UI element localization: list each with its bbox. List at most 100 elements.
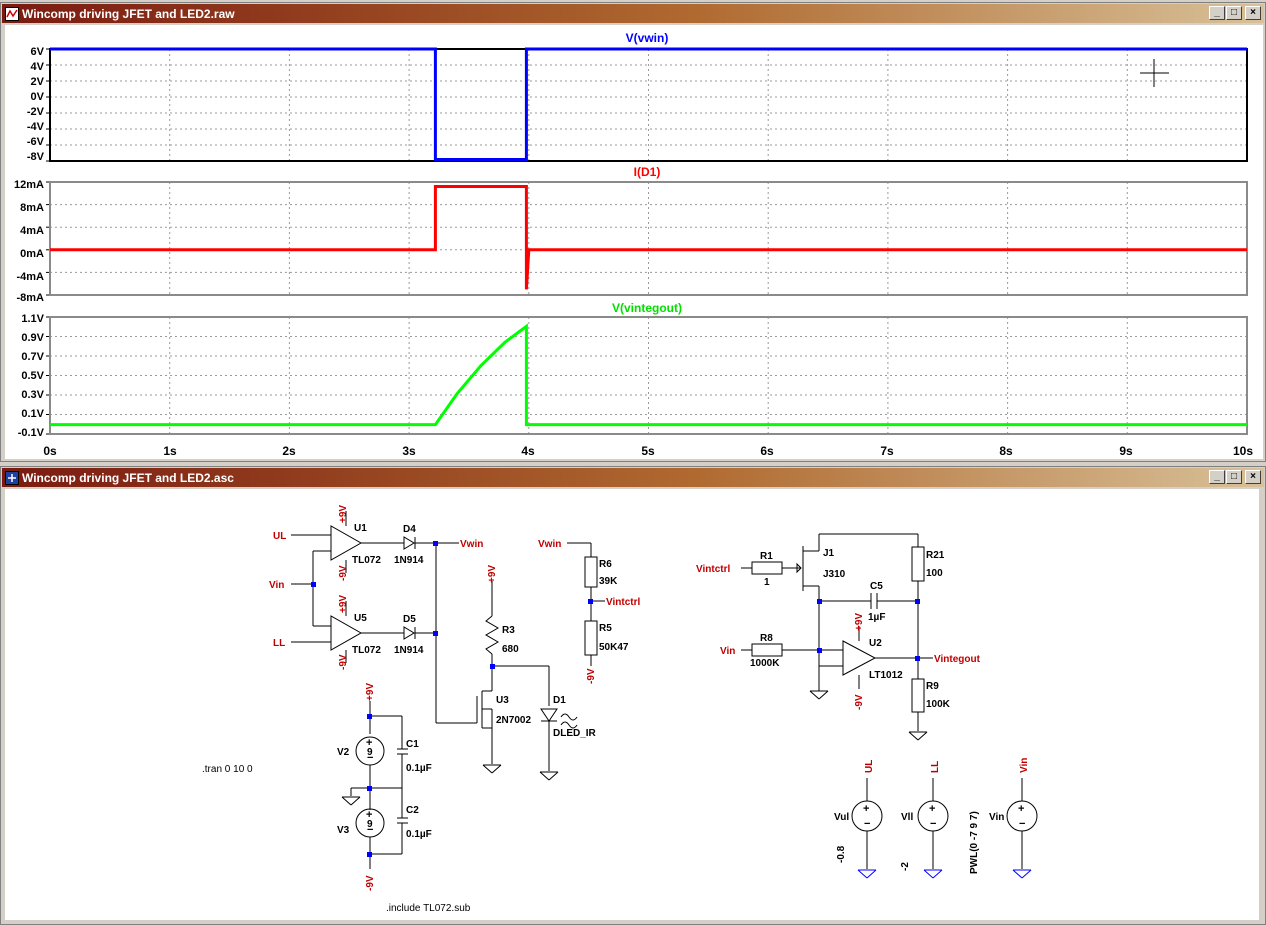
waveform-titlebar[interactable]: Wincomp driving JFET and LED2.raw _ □ ×	[2, 4, 1264, 23]
x-tick-label: 1s	[163, 444, 177, 458]
pane2-plot	[46, 181, 1248, 296]
ref-d5: D5	[403, 614, 416, 625]
trace-V(vintegout)	[50, 323, 1247, 427]
ref-d1: D1	[553, 695, 566, 706]
pane2-title: I(D1)	[634, 165, 661, 179]
restore-button[interactable]: □	[1226, 6, 1242, 20]
minimize-button[interactable]: _	[1209, 6, 1225, 20]
net-label-vwin-2: Vwin	[538, 539, 561, 550]
ref-d4: D4	[403, 524, 416, 535]
pane1-tick: 2V	[31, 76, 45, 88]
val-d5: 1N914	[394, 645, 424, 656]
waveform-plot-area[interactable]: V(vwin) 6V 4V 2V 0V -2V -4V -6V -8V I(D1…	[5, 25, 1263, 459]
ref-u5: U5	[354, 613, 367, 624]
x-tick-label: 4s	[521, 444, 535, 458]
val-r9: 100K	[926, 699, 951, 710]
waveform-svg: V(vwin) 6V 4V 2V 0V -2V -4V -6V -8V I(D1…	[14, 31, 1253, 458]
pane1-tick: -4V	[27, 121, 45, 133]
crosshair-cursor-icon	[1140, 59, 1169, 87]
schematic-window-title: Wincomp driving JFET and LED2.asc	[22, 470, 234, 485]
schematic-svg: +− +− +− +− +− UL Vin LL Vwin Vwin Vintc…	[202, 505, 1038, 914]
ref-v3: V3	[337, 825, 350, 836]
ref-c1: C1	[406, 739, 419, 750]
ref-r8: R8	[760, 633, 773, 644]
spice-directive-include[interactable]: .include TL072.sub	[386, 903, 471, 914]
pane3-tick: 0.1V	[21, 408, 44, 420]
supply-label-neg9: -9V	[586, 668, 597, 684]
pane3-tick: 1.1V	[21, 313, 44, 325]
val-c1: 0.1µF	[406, 763, 432, 774]
pane2-tick: -4mA	[16, 271, 44, 283]
restore-button[interactable]: □	[1226, 470, 1242, 484]
supply-label-neg9: -9V	[854, 694, 865, 710]
svg-text:−: −	[1019, 818, 1025, 830]
ref-r3: R3	[502, 625, 515, 636]
val-r6: 39K	[599, 576, 618, 587]
val-c2: 0.1µF	[406, 829, 432, 840]
net-label-vintegout: Vintegout	[934, 654, 981, 665]
val-d4: 1N914	[394, 555, 424, 566]
ref-u1: U1	[354, 523, 367, 534]
ref-c2: C2	[406, 805, 419, 816]
val-tl072a: TL072	[352, 555, 381, 566]
pane3-tick: 0.9V	[21, 332, 44, 344]
x-tick-label: 7s	[880, 444, 894, 458]
ref-r6: R6	[599, 559, 612, 570]
pane2-tick: 4mA	[20, 225, 44, 237]
pane1-title: V(vwin)	[626, 31, 669, 45]
supply-label-pos9: +9V	[338, 505, 349, 523]
net-label-vwin: Vwin	[460, 539, 483, 550]
svg-text:−: −	[367, 752, 373, 764]
val-j1: J310	[823, 569, 846, 580]
svg-text:−: −	[864, 818, 870, 830]
val-r21: 100	[926, 568, 943, 579]
trace-V(vwin)	[50, 47, 1247, 161]
net-label-vin-2: Vin	[720, 646, 735, 657]
net-label-vin: Vin	[269, 580, 284, 591]
close-button[interactable]: ×	[1245, 470, 1261, 484]
val-r8: 1000K	[750, 658, 780, 669]
val-u3: 2N7002	[496, 715, 531, 726]
supply-label-pos9: +9V	[854, 613, 865, 631]
pane3-tick: 0.7V	[21, 351, 44, 363]
svg-text:+: +	[366, 737, 372, 749]
ref-r5: R5	[599, 623, 612, 634]
x-tick-label: 0s	[43, 444, 57, 458]
schematic-canvas[interactable]: +− +− +− +− +− UL Vin LL Vwin Vwin Vintc…	[5, 489, 1259, 920]
ref-j1: J1	[823, 548, 835, 559]
ref-r9: R9	[926, 681, 939, 692]
val-r1: 1	[764, 577, 770, 588]
ref-vll: Vll	[901, 812, 913, 823]
svg-text:−: −	[367, 824, 373, 836]
pane3-tick: -0.1V	[18, 427, 45, 439]
schematic-titlebar[interactable]: Wincomp driving JFET and LED2.asc _ □ ×	[2, 468, 1264, 487]
pane1-tick: -8V	[27, 151, 45, 163]
x-tick-label: 6s	[760, 444, 774, 458]
val-d1: DLED_IR	[553, 728, 597, 739]
trace-I(D1)	[50, 185, 1247, 290]
waveform-window-title: Wincomp driving JFET and LED2.raw	[22, 6, 235, 21]
pane-frame	[49, 316, 1248, 435]
spice-directive-tran[interactable]: .tran 0 10 0	[202, 764, 253, 775]
supply-label-neg9: -9V	[365, 875, 376, 891]
ref-c5: C5	[870, 581, 883, 592]
supply-label-neg9: -9V	[338, 654, 349, 670]
ref-u3: U3	[496, 695, 509, 706]
pane1-tick: -6V	[27, 136, 45, 148]
ref-vul: Vul	[834, 812, 849, 823]
net-label-vin-src: Vin	[1019, 758, 1030, 773]
x-tick-label: 3s	[402, 444, 416, 458]
minimize-button[interactable]: _	[1209, 470, 1225, 484]
waveform-app-icon	[5, 6, 19, 21]
supply-label-pos9: +9V	[365, 683, 376, 701]
val-u2: LT1012	[869, 670, 903, 681]
net-label-ul: UL	[273, 531, 286, 542]
pane3-tick: 0.5V	[21, 370, 44, 382]
val-vll: -2	[900, 862, 911, 871]
close-button[interactable]: ×	[1245, 6, 1261, 20]
val-r5: 50K47	[599, 642, 629, 653]
net-label-ul-src: UL	[864, 760, 875, 773]
supply-label-pos9: +9V	[338, 595, 349, 613]
x-tick-label: 5s	[641, 444, 655, 458]
val-v2: 9	[367, 747, 373, 758]
